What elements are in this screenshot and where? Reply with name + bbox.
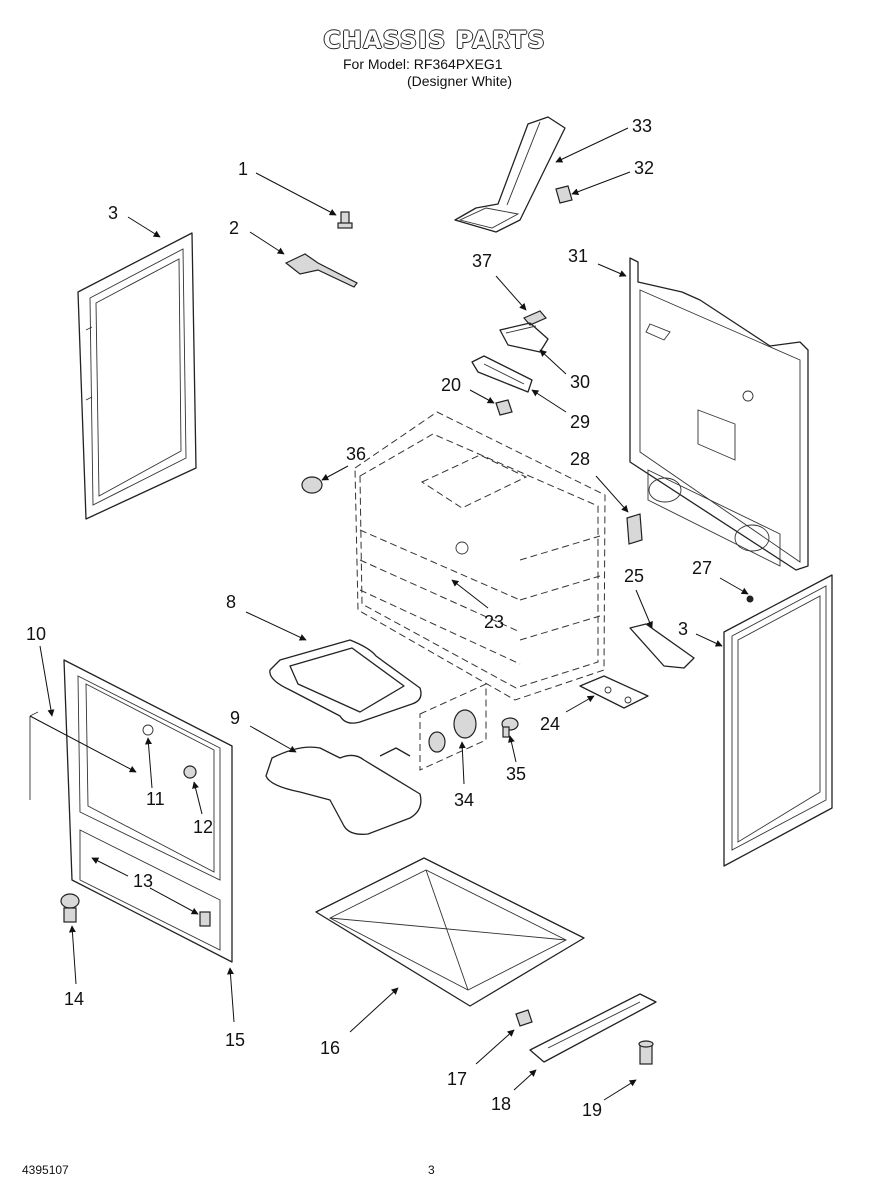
- plate-part-24: [579, 675, 649, 709]
- model-number: For Model: RF364PXEG1: [343, 56, 503, 72]
- callout-24: 24: [540, 714, 560, 734]
- broil-element-part-9: [265, 746, 422, 835]
- callout-32: 32: [634, 158, 654, 178]
- callout-34: 34: [454, 790, 474, 810]
- callout-8: 8: [226, 592, 236, 612]
- model-color: (Designer White): [407, 73, 513, 89]
- callout-29: 29: [570, 412, 590, 432]
- callout-3-right: 3: [678, 619, 688, 639]
- front-frame-part-10: [29, 659, 233, 963]
- callout-15: 15: [225, 1030, 245, 1050]
- callout-2: 2: [229, 218, 239, 238]
- side-panel-left: [77, 232, 197, 520]
- callout-23: 23: [484, 612, 504, 632]
- model-info: For Model: RF364PXEG1 (Designer White): [343, 56, 512, 90]
- callout-19: 19: [582, 1100, 602, 1120]
- leveling-leg-part-19: [638, 1040, 654, 1065]
- callout-11: 11: [146, 789, 165, 809]
- clip-part-32: [555, 185, 573, 204]
- fitting-part-35: [501, 717, 519, 738]
- callout-37: 37: [472, 251, 492, 271]
- bracket-part-2: [284, 253, 358, 288]
- leveling-leg-part-14: [60, 893, 80, 923]
- rail-part-18: [529, 993, 657, 1063]
- callout-36: 36: [346, 444, 366, 464]
- callout-9: 9: [230, 708, 240, 728]
- callout-16: 16: [320, 1038, 340, 1058]
- callout-labels: 1 2 3 3 8 9 10 11 12 13 14 15 16 17 18 1…: [26, 116, 712, 1120]
- callout-35: 35: [506, 764, 526, 784]
- callout-1: 1: [238, 159, 248, 179]
- oven-cavity: [354, 411, 606, 701]
- rear-panel-part-31: [629, 257, 809, 571]
- vent-duct-part-33: [454, 116, 566, 233]
- callout-12: 12: [193, 817, 213, 837]
- callout-13: 13: [133, 871, 153, 891]
- bake-element-part-8: [269, 639, 422, 724]
- callout-27: 27: [692, 558, 712, 578]
- bracket-part-29: [471, 355, 533, 393]
- terminal-block-part-30: [499, 322, 549, 353]
- screw-part-1: [337, 211, 353, 229]
- page-number: 3: [428, 1163, 435, 1177]
- callout-18: 18: [491, 1094, 511, 1114]
- leader-lines: [29, 127, 749, 1101]
- callout-28: 28: [570, 449, 590, 469]
- callout-3-left: 3: [108, 203, 118, 223]
- clip-part-17: [515, 1009, 533, 1027]
- callout-10: 10: [26, 624, 46, 644]
- callout-33: 33: [632, 116, 652, 136]
- bottom-pan-part-16: [315, 857, 585, 1007]
- bracket-part-25: [629, 623, 695, 669]
- valve-assembly-part-34: [419, 683, 487, 771]
- callout-25: 25: [624, 566, 644, 586]
- screw-part-27: [746, 595, 754, 603]
- callout-14: 14: [64, 989, 84, 1009]
- bracket-part-28: [626, 513, 643, 545]
- callout-31: 31: [568, 246, 588, 266]
- clip-part-37: [523, 310, 547, 326]
- document-number: 4395107: [22, 1163, 69, 1177]
- block-part-20: [495, 399, 513, 416]
- diagram-title: CHASSIS PARTS: [323, 26, 546, 54]
- side-panel-right: [723, 574, 833, 867]
- callout-30: 30: [570, 372, 590, 392]
- callout-17: 17: [447, 1069, 467, 1089]
- callout-20: 20: [441, 375, 461, 395]
- plug-part-36: [301, 476, 323, 494]
